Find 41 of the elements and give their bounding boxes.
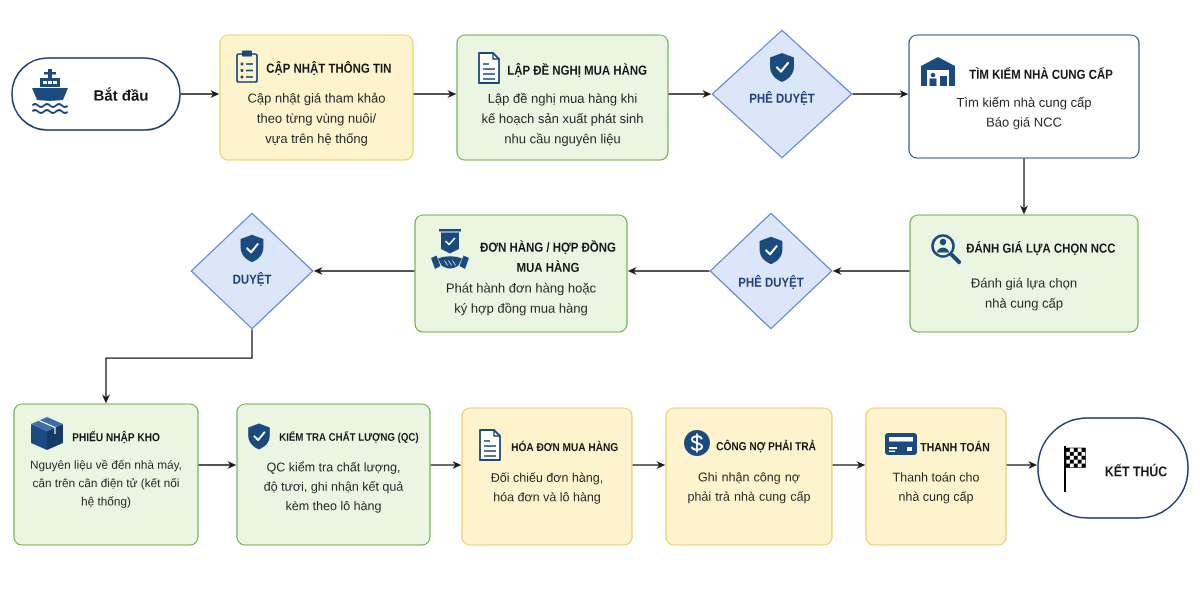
step-description: Phát hành đơn hàng hoặc ký hợp đồng mua hàng (446, 282, 596, 316)
process-box (219, 34, 414, 161)
step-description: Thanh toán cho nhà cung cấp (892, 472, 979, 504)
step-title: PHIẾU NHẬP KHO (72, 430, 160, 444)
step-description: Tìm kiếm nhà cung cấp (956, 96, 1091, 110)
step-description: QC kiểm tra chất lượng, độ tươi, ghi nhận kết quả kèm theo lô hàng (264, 461, 404, 513)
step-description: Đối chiếu đơn hàng, hóa đơn và lô hàng (490, 472, 603, 504)
step-description: Nguyên liệu về đến nhà máy, cân trên cân điện tử (kết nối hệ thống) (31, 459, 181, 508)
process-box (236, 403, 431, 546)
step-title: TÌM KIẾM NHÀ CUNG CẤP (969, 67, 1113, 79)
process-box (456, 34, 669, 161)
step-title: LẬP ĐỀ NGHỊ MUA HÀNG (507, 63, 647, 77)
step-title: KIỂM TRA CHẤT LƯỢNG (QC) (279, 430, 419, 444)
decision-label: DUYỆT (233, 272, 272, 286)
terminal-pill (1037, 417, 1189, 519)
process-box (665, 407, 833, 546)
terminal-label: Bắt đầu (94, 87, 148, 101)
decision-label: PHÊ DUYỆT (750, 91, 815, 105)
step-title: THANH TOÁN (920, 440, 990, 452)
process-box (414, 214, 628, 333)
step-description: Ghi nhận công nợ phải trả nhà cung cấp (688, 472, 810, 504)
step-title: CÔNG NỢ PHẢI TRẢ (716, 439, 816, 453)
terminal-pill (11, 57, 181, 131)
step-description: Báo giá NCC (987, 117, 1062, 130)
step-description: Đánh giá lựa chọn nhà cung cấp (970, 277, 1077, 311)
step-description: Lập đề nghị mua hàng khi kế hoạch sản xuất phát sinh nhu cầu nguyên liệu (482, 92, 643, 146)
process-box (461, 407, 633, 546)
decision-label: PHÊ DUYỆT (739, 275, 804, 289)
step-title: CẬP NHẬT THÔNG TIN (266, 61, 391, 75)
decision-diamond (709, 212, 833, 330)
step-title: HÓA ĐƠN MUA HÀNG (511, 440, 618, 452)
process-box (908, 34, 1140, 159)
step-description: Cập nhật giá tham khảo theo từng vùng nuôi/ vựa trên hệ thống (248, 92, 385, 146)
process-box (13, 403, 199, 546)
terminal-label: KẾT THÚC (1105, 463, 1167, 477)
decision-diamond (190, 212, 314, 330)
decision-diamond (711, 29, 853, 159)
step-title: ĐƠN HÀNG / HỢP ĐỒNG MUA HÀNG (480, 240, 616, 272)
process-box (865, 407, 1007, 546)
process-box (909, 214, 1139, 333)
step-title: ĐÁNH GIÁ LỰA CHỌN NCC (966, 241, 1116, 255)
